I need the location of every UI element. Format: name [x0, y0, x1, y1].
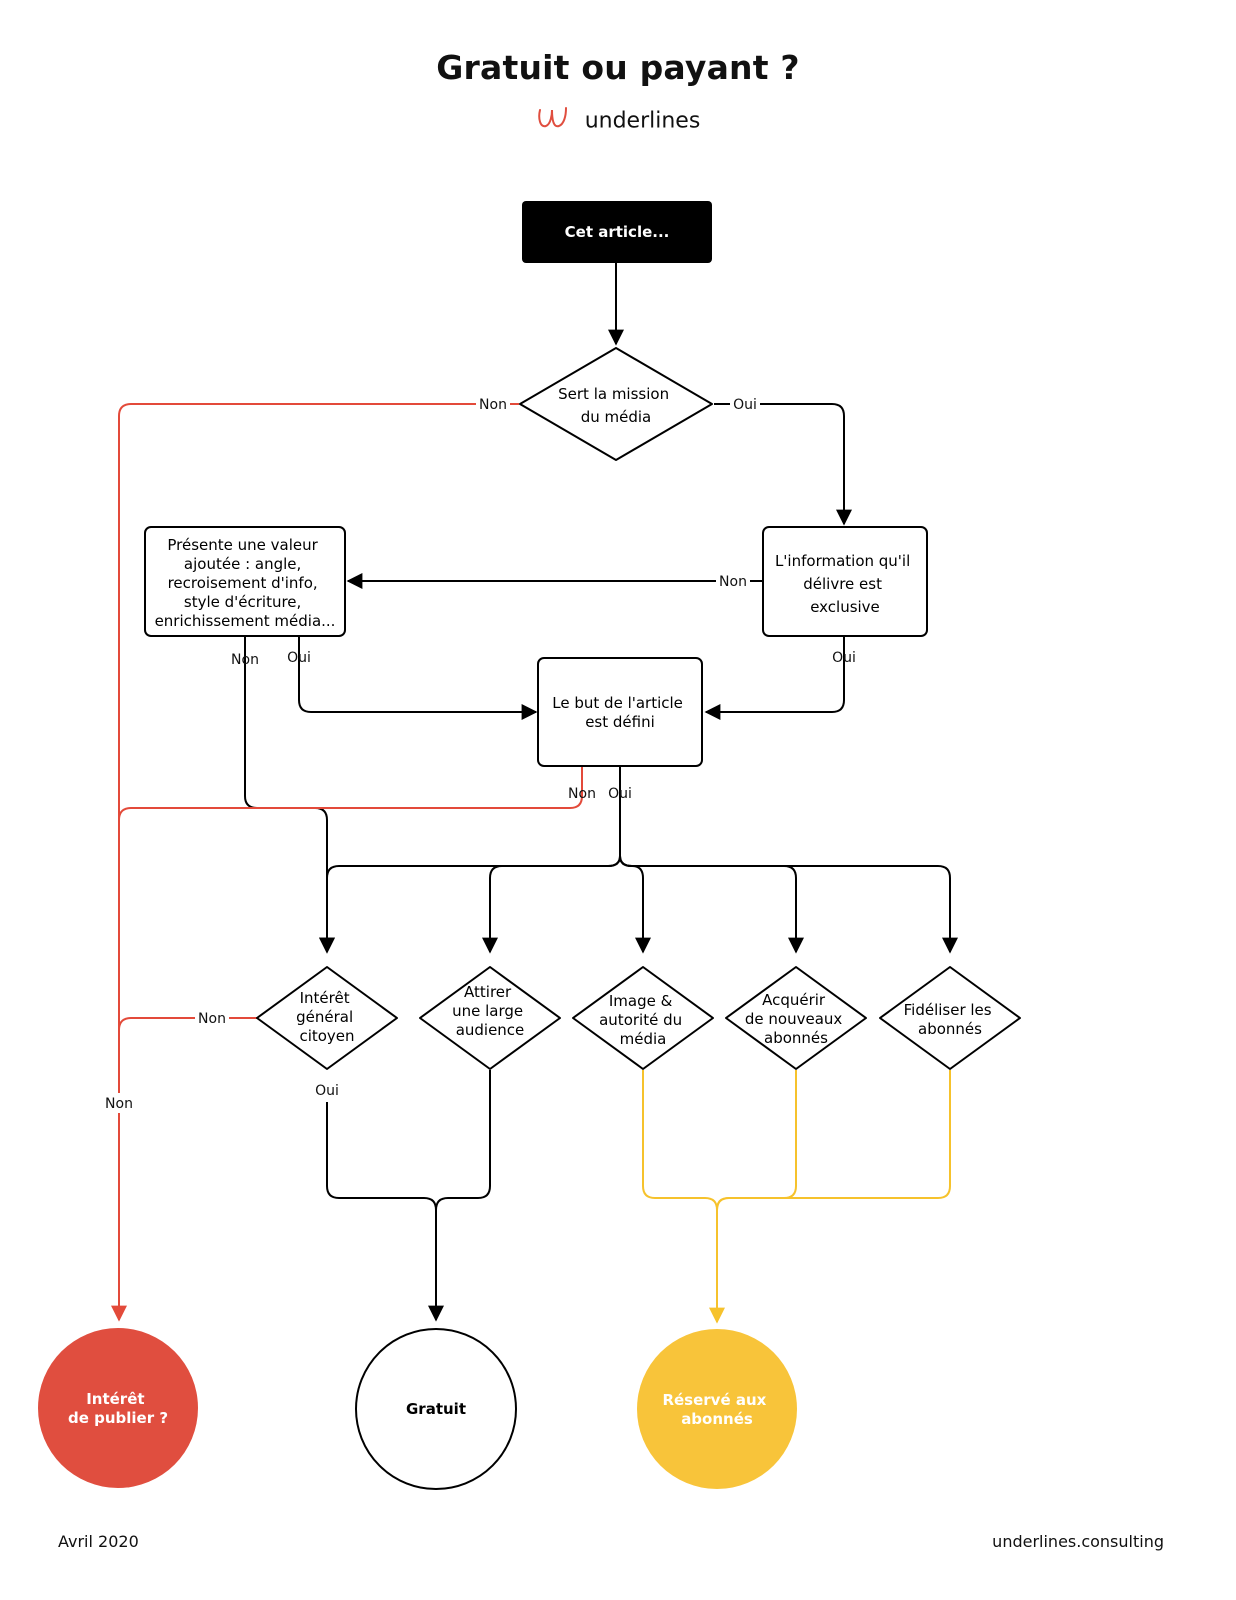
brand-name: underlines [584, 108, 701, 134]
edge-goal-to-interet [319, 855, 621, 954]
edge-value-non [244, 636, 335, 954]
box-exclusive-line3: exclusive [810, 598, 880, 616]
label-exclusive-oui: Oui [832, 650, 856, 666]
box-goal: Le but de l'article est défini [537, 657, 703, 767]
svg-text:Le but de l'article est: Le but de l'article est défini [552, 694, 687, 731]
outcome-reserve-line2: abonnés [681, 1410, 753, 1428]
edge-mission-oui [714, 403, 852, 526]
edge-goal-to-image [619, 855, 651, 954]
edge-mission-non [111, 403, 519, 1322]
label-value-oui: Oui [287, 650, 311, 666]
box-goal-line2: est défini [585, 713, 655, 731]
svg-text:Fidéliser les abonnés: Fidéliser les abonnés [904, 1001, 997, 1038]
edge-acquerir-reserve [716, 1070, 797, 1211]
label-goal-non: Non [568, 786, 596, 802]
outcome-gratuit-label: Gratuit [406, 1400, 466, 1418]
outcome-interet-publier: Intérêt de publier ? [38, 1328, 198, 1488]
underlines-logo-icon [536, 104, 570, 138]
edge-audience-gratuit [435, 1070, 491, 1211]
svg-text:L'information qu'il déli: L'information qu'il délivre est exclusiv… [775, 552, 915, 616]
decision-mission: Sert la mission du média [519, 347, 713, 461]
decision-image: Image & autorité du média [572, 966, 714, 1070]
svg-text:Attirer une large: Attirer une large audience [452, 983, 528, 1039]
edge-labels: Non Oui Non Oui Non Oui Non Oui Non Oui … [100, 394, 856, 1113]
edge-goal-non [118, 766, 583, 821]
svg-text:Intérêt de publier ?: Intérêt de publier ? [68, 1390, 168, 1427]
decision-mission-line1: Sert la mission [558, 385, 669, 403]
decision-audience-line2: une large [452, 1002, 523, 1020]
connectors [111, 263, 958, 1324]
decision-interet-line3: citoyen [299, 1027, 354, 1045]
decision-mission-line2: du média [581, 408, 652, 426]
decision-acquerir-line1: Acquérir [762, 991, 826, 1009]
svg-text:Acquérir de nouveaux: Acquérir de nouveaux abonnés [745, 991, 847, 1047]
decision-acquerir-line2: de nouveaux [745, 1010, 843, 1028]
decision-fideliser-line1: Fidéliser les [904, 1001, 992, 1019]
edge-goal-to-acquerir [619, 855, 804, 954]
decision-audience-line1: Attirer [464, 983, 512, 1001]
footer-website[interactable]: underlines.consulting [992, 1532, 1164, 1551]
label-mission-oui: Oui [733, 397, 757, 413]
outcome-interet-line2: de publier ? [68, 1409, 168, 1427]
decision-acquerir: Acquérir de nouveaux abonnés [725, 966, 867, 1070]
footer-date: Avril 2020 [58, 1532, 139, 1551]
box-value-line5: enrichissement média... [155, 612, 336, 630]
start-node: Cet article... [522, 201, 712, 263]
decision-interet-line2: général [296, 1008, 353, 1026]
box-exclusive-line2: délivre est [803, 575, 882, 593]
decision-interet-line1: Intérêt [300, 989, 350, 1007]
start-node-label: Cet article... [565, 223, 670, 241]
label-goal-oui: Oui [608, 786, 632, 802]
brand-logo: underlines [0, 104, 1236, 138]
box-goal-line1: Le but de l'article [552, 694, 683, 712]
edge-interet-non [118, 1017, 257, 1031]
label-interet-oui: Oui [315, 1083, 339, 1099]
box-value-line1: Présente une valeur [167, 536, 318, 554]
outcome-reserve-abonnes: Réservé aux abonnés [637, 1329, 797, 1489]
box-exclusive-line1: L'information qu'il [775, 552, 910, 570]
edge-image-reserve [642, 1070, 725, 1324]
label-interet-non: Non [198, 1011, 226, 1027]
svg-text:Sert la mission du média: Sert la mission du média [558, 385, 674, 426]
outcome-gratuit: Gratuit [355, 1328, 517, 1490]
edge-interet-oui [326, 1102, 444, 1322]
decision-image-line1: Image & [609, 992, 673, 1010]
decision-acquerir-line3: abonnés [764, 1029, 828, 1047]
edge-goal-to-audience [482, 855, 621, 954]
box-value-line4: style d'écriture, [184, 593, 301, 611]
decision-fideliser-line2: abonnés [918, 1020, 982, 1038]
label-exclusive-non: Non [719, 574, 747, 590]
label-value-non: Non [231, 652, 259, 668]
svg-text:Image & autorité du: Image & autorité du média [599, 992, 687, 1048]
box-exclusive: L'information qu'il délivre est exclusiv… [762, 526, 928, 637]
edge-fideliser-reserve [716, 1070, 951, 1211]
decision-audience-line3: audience [456, 1021, 525, 1039]
box-value-line2: ajoutée : angle, [184, 555, 301, 573]
edge-value-oui [298, 636, 538, 720]
outcome-reserve-line1: Réservé aux [662, 1391, 766, 1409]
svg-text:Réservé aux abonnés: Réservé aux abonnés [662, 1391, 771, 1428]
svg-text:Présente une valeur ajou: Présente une valeur ajoutée : angle, rec… [155, 536, 336, 630]
page-title: Gratuit ou payant ? [436, 48, 800, 87]
edge-exclusive-oui [704, 636, 845, 720]
box-value-line3: recroisement d'info, [168, 574, 318, 592]
label-mission-non: Non [479, 397, 507, 413]
decision-interet-general: Intérêt général citoyen [256, 966, 398, 1070]
decision-audience: Attirer une large audience [419, 966, 561, 1070]
decision-fideliser: Fidéliser les abonnés [879, 966, 1021, 1070]
label-left-non: Non [105, 1096, 133, 1112]
svg-text:Intérêt général ci: Intérêt général citoyen [296, 989, 358, 1045]
edge-goal-to-fideliser [619, 855, 958, 954]
decision-image-line3: média [620, 1030, 667, 1048]
box-value: Présente une valeur ajoutée : angle, rec… [144, 526, 346, 637]
outcome-interet-line1: Intérêt [86, 1390, 144, 1408]
decision-image-line2: autorité du [599, 1011, 682, 1029]
